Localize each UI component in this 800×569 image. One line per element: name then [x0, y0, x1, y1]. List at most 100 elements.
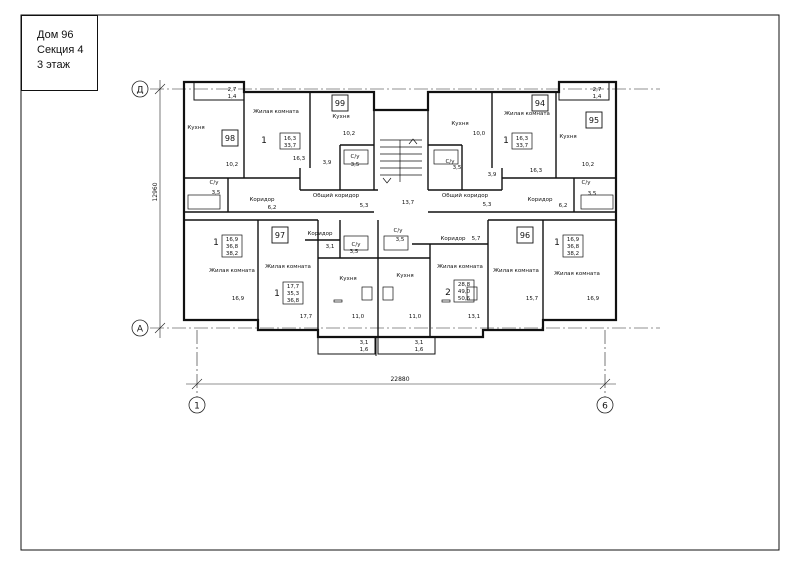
- area-living-96a: 13,1: [468, 314, 480, 320]
- apt-number-95: 95: [589, 116, 599, 125]
- apt-area-96-a: 28,8: [458, 282, 471, 288]
- label-living-96a: Жилая комната: [437, 264, 483, 270]
- dimension-width: 22880: [390, 376, 409, 383]
- axis-marker-a: [131, 319, 149, 337]
- area-bathroom-96: 3,5: [396, 237, 405, 243]
- apt-number-box-96: [516, 226, 534, 244]
- area-living-94: 16,3: [530, 168, 543, 174]
- apt-summary-box-94: [511, 132, 533, 150]
- fixtures: [187, 149, 614, 303]
- label-bathroom-94: С/у: [446, 159, 456, 165]
- apt-summary-box-br: [562, 234, 584, 258]
- apt-number-box-97: [271, 226, 289, 244]
- apt-area-br-a: 16,9: [567, 237, 580, 243]
- label-bathroom-98: С/у: [210, 180, 220, 186]
- area-balcony-bl-a: 3,1: [360, 340, 369, 346]
- area-balcony-br-b: 1,6: [415, 347, 424, 353]
- apt-area-bl-c: 38,2: [226, 251, 238, 257]
- apt-area-94-a: 16,3: [516, 136, 529, 142]
- area-kitchen-95: 10,2: [582, 162, 594, 168]
- label-living-94: Жилая комната: [504, 111, 550, 117]
- label-bathroom-97: С/у: [352, 242, 362, 248]
- axis-label-a: А: [137, 325, 144, 335]
- label-kitchen-97: Кухня: [339, 276, 356, 282]
- area-bathroom-98: 3,5: [212, 190, 221, 196]
- area-kitchen-96: 11,0: [409, 314, 422, 320]
- apt-number-96: 96: [520, 231, 530, 240]
- area-x-99: 3,9: [323, 160, 332, 166]
- apt-number-97: 97: [275, 231, 285, 240]
- apt-number-box-98: [221, 129, 239, 147]
- area-living-bl: 16,9: [232, 296, 245, 302]
- apt-summary-box-96: [453, 279, 475, 303]
- apt-rooms-96: 2: [445, 288, 451, 298]
- area-corridor-97: 3,1: [326, 244, 335, 250]
- title-house: Дом 96: [37, 29, 74, 41]
- axis-label-d: Д: [136, 86, 143, 96]
- area-living-96b: 15,7: [526, 296, 539, 302]
- area-corridor-98: 6,2: [268, 205, 277, 211]
- sheet-frame: [20, 14, 780, 551]
- area-common-corridor-left: 5,3: [360, 203, 369, 209]
- label-kitchen-96: Кухня: [396, 273, 413, 279]
- area-stair: 13,7: [402, 200, 415, 206]
- label-living-bl: Жилая комната: [209, 268, 255, 274]
- apt-summary-box-99: [279, 132, 301, 150]
- axis-label-1: 1: [194, 402, 200, 412]
- apt-number-98: 98: [225, 134, 235, 143]
- label-kitchen-98: Кухня: [187, 125, 204, 131]
- label-bathroom-96: С/у: [394, 228, 404, 234]
- label-common-corridor-right: Общий коридор: [442, 192, 489, 199]
- label-living-97: Жилая комната: [265, 264, 311, 270]
- apt-summary-box-97: [282, 281, 304, 305]
- area-kitchen-99: 10,2: [343, 131, 355, 137]
- label-kitchen-99: Кухня: [332, 114, 349, 120]
- apt-area-bl-a: 16,9: [226, 237, 239, 243]
- area-bathroom-94: 3,5: [453, 165, 462, 171]
- apt-number-94: 94: [535, 99, 545, 108]
- axis-marker-1: [188, 396, 206, 414]
- area-living-97: 17,7: [300, 314, 313, 320]
- label-living-br: Жилая комната: [554, 271, 600, 277]
- title-block: Дом 96 Секция 4 3 этаж: [21, 15, 98, 91]
- title-section: Секция 4: [37, 44, 84, 56]
- apt-number-99: 99: [335, 99, 345, 108]
- building-walls: [182, 80, 618, 339]
- apt-rooms-97: 1: [274, 289, 280, 299]
- grid-axes: [150, 80, 660, 398]
- label-bathroom-95: С/у: [582, 180, 592, 186]
- area-bathroom-99: 3,5: [351, 162, 360, 168]
- balconies: [193, 81, 610, 356]
- apt-rooms-bl: 1: [213, 238, 219, 248]
- apt-rooms-94: 1: [503, 136, 509, 146]
- title-floor: 3 этаж: [37, 59, 70, 71]
- label-bathroom-99: С/у: [351, 154, 361, 160]
- apt-area-94-b: 33,7: [516, 143, 529, 149]
- apt-area-br-c: 38,2: [567, 251, 579, 257]
- area-kitchen-98: 10,2: [226, 162, 238, 168]
- area-kitchen-94: 10,0: [473, 131, 486, 137]
- area-balcony-tr-a: 2,7: [593, 87, 602, 93]
- area-balcony-br-a: 3,1: [415, 340, 424, 346]
- apt-summary-box-bl: [221, 234, 243, 258]
- area-bathroom-97: 3,5: [350, 249, 359, 255]
- area-living-99: 16,3: [293, 156, 306, 162]
- label-living-99: Жилая комната: [253, 109, 299, 115]
- apt-area-97-b: 35,3: [287, 291, 300, 297]
- apt-area-96-c: 50,6: [458, 296, 471, 302]
- axis-marker-d: [131, 80, 149, 98]
- area-kitchen-97: 11,0: [352, 314, 365, 320]
- axis-marker-6: [596, 396, 614, 414]
- label-corridor-97: Коридор: [308, 231, 334, 237]
- area-corridor-95: 6,2: [559, 203, 568, 209]
- apt-area-97-a: 17,7: [287, 284, 300, 290]
- area-common-corridor-right: 5,3: [483, 202, 492, 208]
- apt-area-99-b: 33,7: [284, 143, 297, 149]
- area-living-br: 16,9: [587, 296, 600, 302]
- area-corridor-96: 5,7: [472, 236, 481, 242]
- apt-area-96-b: 49,0: [458, 289, 471, 295]
- label-kitchen-95: Кухня: [559, 134, 576, 140]
- apt-rooms-br: 1: [554, 238, 560, 248]
